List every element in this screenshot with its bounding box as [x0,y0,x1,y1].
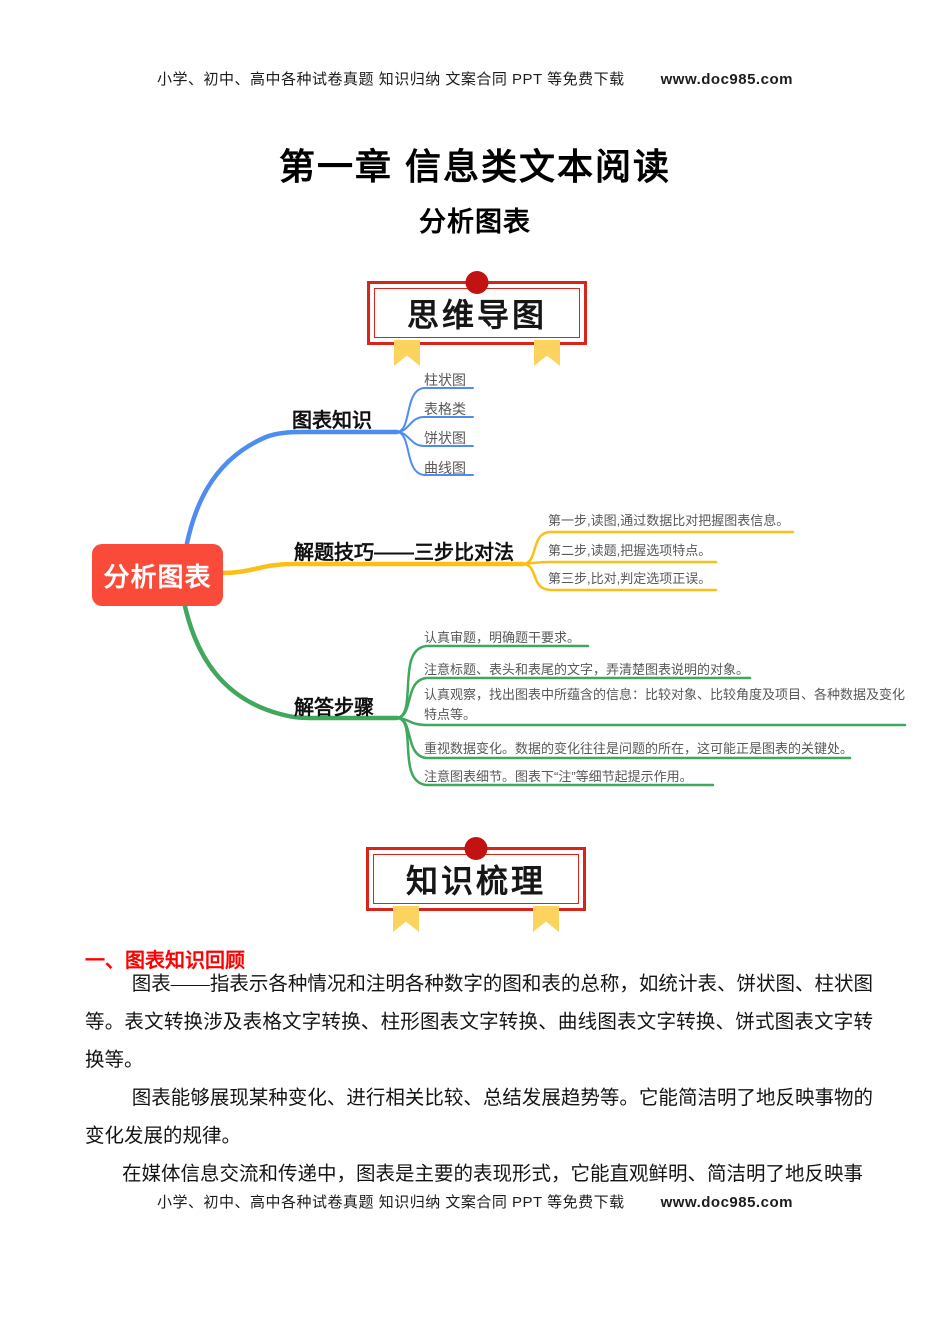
branch-label-skills: 解题技巧——三步比对法 [294,542,514,564]
ribbon-left-icon [394,340,420,366]
mindmap-leaf: 第三步,比对,判定选项正误。 [548,571,712,586]
chapter-title: 第一章 信息类文本阅读 [278,146,671,187]
mindmap-leaf: 表格类 [424,401,466,417]
mindmap-leaf: 曲线图 [424,460,466,476]
knowledge-banner: 知识梳理 [366,837,586,932]
branch-label-charts: 图表知识 [292,410,372,432]
section-heading: 一、图表知识回顾 [85,950,245,972]
mindmap-leaf: 认真观察，找出图表中所蕴含的信息：比较对象、比较角度及项目、各种数据及变化特点等… [424,687,906,722]
ribbon-left-icon [393,906,419,932]
ribbon-right-icon [533,906,559,932]
branch-line-skills-child [521,560,718,566]
footer-url: www.doc985.com [660,1194,793,1211]
paragraph: 图表能够展现某种变化、进行相关比较、总结发展趋势等。它能简洁明了地反映事物的变化… [85,1088,873,1147]
mindmap-banner: 思维导图 [367,271,587,366]
mindmap-leaf: 饼状图 [424,430,466,446]
mindmap-banner-title: 思维导图 [406,297,547,333]
branch-label-steps: 解答步骤 [294,697,374,719]
mindmap-leaf: 注意图表细节。图表下“注”等细节起提示作用。 [424,769,693,784]
mindmap-root-node: 分析图表 [92,544,223,606]
footer-note: 小学、初中、高中各种试卷真题 知识归纳 文案合同 PPT 等免费下载 www.do… [0,1191,950,1212]
mindmap-leaf: 重视数据变化。数据的变化往往是问题的所在，这可能正是图表的关键处。 [424,741,854,756]
mindmap-leaf: 注意标题、表头和表尾的文字，弄清楚图表说明的对象。 [424,662,750,677]
body-text: 图表——指表示各种情况和注明各种数字的图和表的总称，如统计表、饼状图、柱状图等。… [85,966,873,1194]
paragraph: 在媒体信息交流和传递中，图表是主要的表现形式，它能直观鲜明、简洁明了地反映事 [122,1164,864,1185]
seal-dot-icon [464,837,488,860]
header-url: www.doc985.com [660,71,793,88]
header-text: 小学、初中、高中各种试卷真题 知识归纳 文案合同 PPT 等免费下载 [157,71,625,88]
footer-text: 小学、初中、高中各种试卷真题 知识归纳 文案合同 PPT 等免费下载 [157,1194,625,1211]
page-title: 分析图表 [419,207,531,237]
ribbon-right-icon [534,340,560,366]
paragraph: 图表——指表示各种情况和注明各种数字的图和表的总称，如统计表、饼状图、柱状图等。… [85,974,873,1071]
knowledge-banner-title: 知识梳理 [405,863,546,899]
header-note: 小学、初中、高中各种试卷真题 知识归纳 文案合同 PPT 等免费下载 www.do… [0,68,950,89]
mindmap-leaf: 认真审题，明确题干要求。 [424,630,581,645]
mindmap-leaf: 柱状图 [424,372,466,388]
mindmap-leaf: 第二步,读题,把握选项特点。 [548,543,712,558]
branch-line-skills [219,561,526,576]
mindmap-leaf: 第一步,读图,通过数据比对把握图表信息。 [548,513,790,528]
seal-dot-icon [465,271,489,294]
